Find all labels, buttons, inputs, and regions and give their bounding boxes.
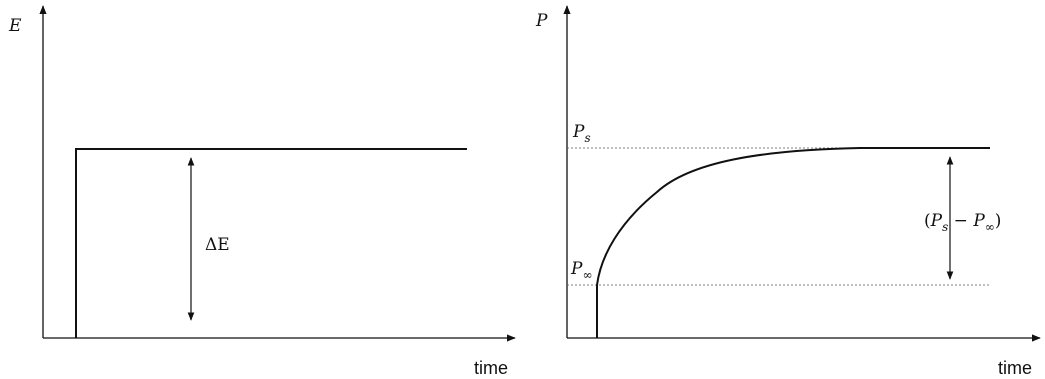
difference-label: (Ps − P∞) [924,211,1001,234]
right-y-axis-label: P [535,11,548,31]
step-function-curve [75,148,467,338]
ps-label: Ps [572,122,591,145]
left-x-axis-label: time [474,358,508,378]
left-y-axis-label: E [8,16,22,36]
right-x-axis-label: time [998,358,1032,378]
right-panel: P time Ps P∞ (Ps − P∞) [535,5,1041,378]
pinf-label: P∞ [570,259,592,282]
left-panel: E time ΔE [8,5,516,378]
pressure-recovery-curve [596,147,990,338]
delta-e-label: ΔE [205,235,230,255]
